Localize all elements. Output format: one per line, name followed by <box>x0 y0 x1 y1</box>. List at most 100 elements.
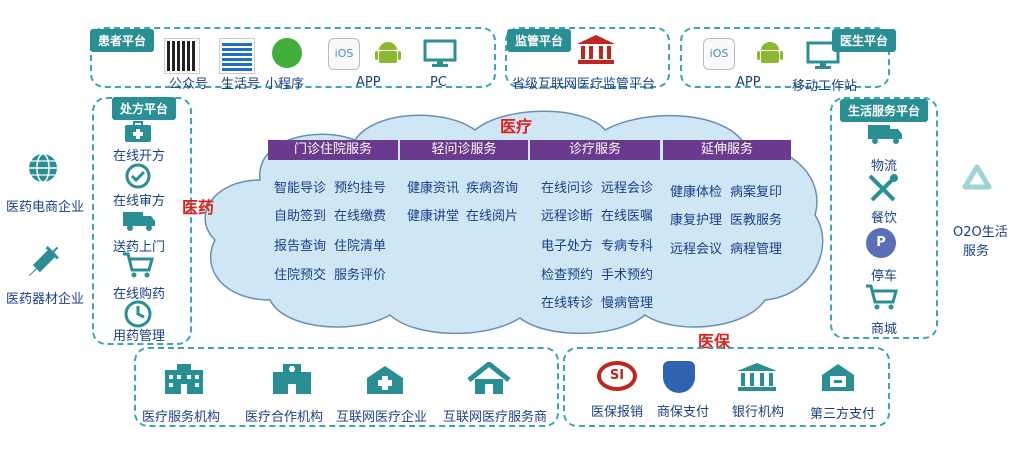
payment-item: 第三方支付 <box>810 407 876 422</box>
column-header-extended: 延伸服务 <box>663 140 791 160</box>
service-item: 智能导诊 <box>274 181 327 196</box>
prescription-item-delivery: 送药上门 <box>113 240 166 255</box>
service-item: 健康体检 <box>670 185 723 200</box>
pharma-label: 医药 <box>182 198 215 217</box>
column-header-outpatient: 门诊住院服务 <box>268 140 398 160</box>
service-item: 检查预约 <box>541 268 594 283</box>
workstation-monitor-icon <box>806 41 840 69</box>
o2o-line2: 服务 <box>963 244 990 259</box>
service-item: 在线阅片 <box>466 209 519 224</box>
home-service-icon <box>467 362 511 394</box>
service-item: 远程诊断 <box>541 209 594 224</box>
life-item-mall: 商城 <box>871 322 898 337</box>
fork-knife-icon <box>868 174 898 202</box>
patient-item-official-account: 公众号 <box>169 77 209 92</box>
bottom-left-item: 互联网医疗企业 <box>336 410 428 425</box>
prescription-platform-tag: 处方平台 <box>112 97 177 120</box>
parking-icon: P <box>866 228 896 258</box>
o2o-line1: O2O生活 <box>953 225 1008 240</box>
bottom-left-item: 医疗服务机构 <box>142 410 221 425</box>
service-item: 病案复印 <box>730 185 783 200</box>
pharma-equipment-label: 医药器材企业 <box>6 292 85 307</box>
medical-kit-icon <box>125 121 151 142</box>
service-item: 在线缴费 <box>334 209 387 224</box>
service-item: 健康资讯 <box>407 181 460 196</box>
service-item: 住院清单 <box>334 239 387 254</box>
service-item: 住院预交 <box>274 268 327 283</box>
column-header-diagnosis: 诊疗服务 <box>530 140 660 160</box>
payment-item: 商保支付 <box>657 405 710 420</box>
service-item: 病程管理 <box>730 242 783 257</box>
service-item: 远程会诊 <box>601 181 654 196</box>
service-item: 在线医嘱 <box>601 209 654 224</box>
bottom-left-item: 互联网医疗服务商 <box>443 410 548 425</box>
bottom-institutions-box <box>134 347 559 427</box>
service-item: 健康讲堂 <box>407 209 460 224</box>
patient-item-life-account: 生活号 <box>221 77 261 92</box>
doctor-ios-icon: iOS <box>703 38 735 70</box>
insurance-label: 医保 <box>698 332 731 351</box>
life-platform-box <box>830 97 938 339</box>
column-header-light-consult: 轻问诊服务 <box>400 140 528 160</box>
patient-platform-box <box>90 27 496 88</box>
service-item: 手术预约 <box>601 268 654 283</box>
mall-cart-icon <box>866 284 898 310</box>
life-item-logistics: 物流 <box>871 159 898 174</box>
doctor-item-mobile-workstation: 移动工作站 <box>792 79 858 94</box>
service-item: 在线问诊 <box>541 181 594 196</box>
patient-item-pc: PC <box>430 75 447 90</box>
patient-platform-tag: 患者平台 <box>90 29 155 52</box>
globe-icon <box>29 153 57 183</box>
check-circle-icon <box>125 163 151 189</box>
shopping-cart-icon <box>123 252 154 278</box>
supervision-platform-box <box>505 27 670 88</box>
partner-hospital-icon <box>273 364 311 394</box>
official-account-qr-icon <box>165 39 199 73</box>
prescription-item-online-review: 在线审方 <box>113 194 166 209</box>
patient-item-app: APP <box>356 75 381 90</box>
service-item: 远程会议 <box>670 242 723 257</box>
life-item-parking: 停车 <box>871 269 898 284</box>
service-item: 服务评价 <box>334 268 387 283</box>
government-building-icon <box>577 35 615 64</box>
life-platform-tag: 生活服务平台 <box>840 99 929 122</box>
payment-item: 医保报销 <box>591 405 644 420</box>
service-item: 预约挂号 <box>334 181 387 196</box>
prescription-item-online-prescribe: 在线开方 <box>113 149 166 164</box>
patient-item-mini-program: 小程序 <box>265 77 305 92</box>
hospital-building-icon <box>165 364 203 394</box>
service-item: 电子处方 <box>541 239 594 254</box>
service-item: 在线转诊 <box>541 296 594 311</box>
prescription-item-online-purchase: 在线购药 <box>113 287 166 302</box>
supervision-platform-tag: 监管平台 <box>507 29 572 52</box>
third-party-payment-icon <box>822 364 854 391</box>
doctor-android-icon <box>757 42 783 63</box>
service-item: 专病专科 <box>601 239 654 254</box>
pc-monitor-icon <box>423 39 457 67</box>
cloud-shape <box>204 110 824 335</box>
bottom-left-item: 医疗合作机构 <box>245 410 324 425</box>
logistics-truck-icon <box>868 125 902 144</box>
prescription-item-medication-management: 用药管理 <box>113 329 166 344</box>
doctor-platform-box <box>680 27 890 88</box>
pharma-ecommerce-label: 医药电商企业 <box>6 200 85 215</box>
social-insurance-icon: SI <box>597 361 637 391</box>
android-icon <box>375 42 401 63</box>
ios-icon: iOS <box>328 38 360 70</box>
medical-enterprise-icon <box>367 366 403 394</box>
recycle-icon <box>962 164 992 190</box>
service-item: 疾病咨询 <box>466 181 519 196</box>
life-item-catering: 餐饮 <box>871 211 898 226</box>
clock-icon <box>124 300 152 328</box>
doctor-item-app: APP <box>736 75 761 90</box>
payment-item: 银行机构 <box>732 405 785 420</box>
life-account-qr-icon <box>220 39 254 73</box>
delivery-truck-icon <box>123 212 155 231</box>
service-item: 康复护理 <box>670 213 723 228</box>
service-item: 医教服务 <box>730 213 783 228</box>
doctor-platform-tag: 医生平台 <box>832 29 897 52</box>
supervision-platform-label: 省级互联网医疗监管平台 <box>512 77 656 92</box>
service-item: 慢病管理 <box>601 296 654 311</box>
insurance-shield-icon <box>663 361 695 393</box>
mini-program-icon <box>272 38 302 68</box>
